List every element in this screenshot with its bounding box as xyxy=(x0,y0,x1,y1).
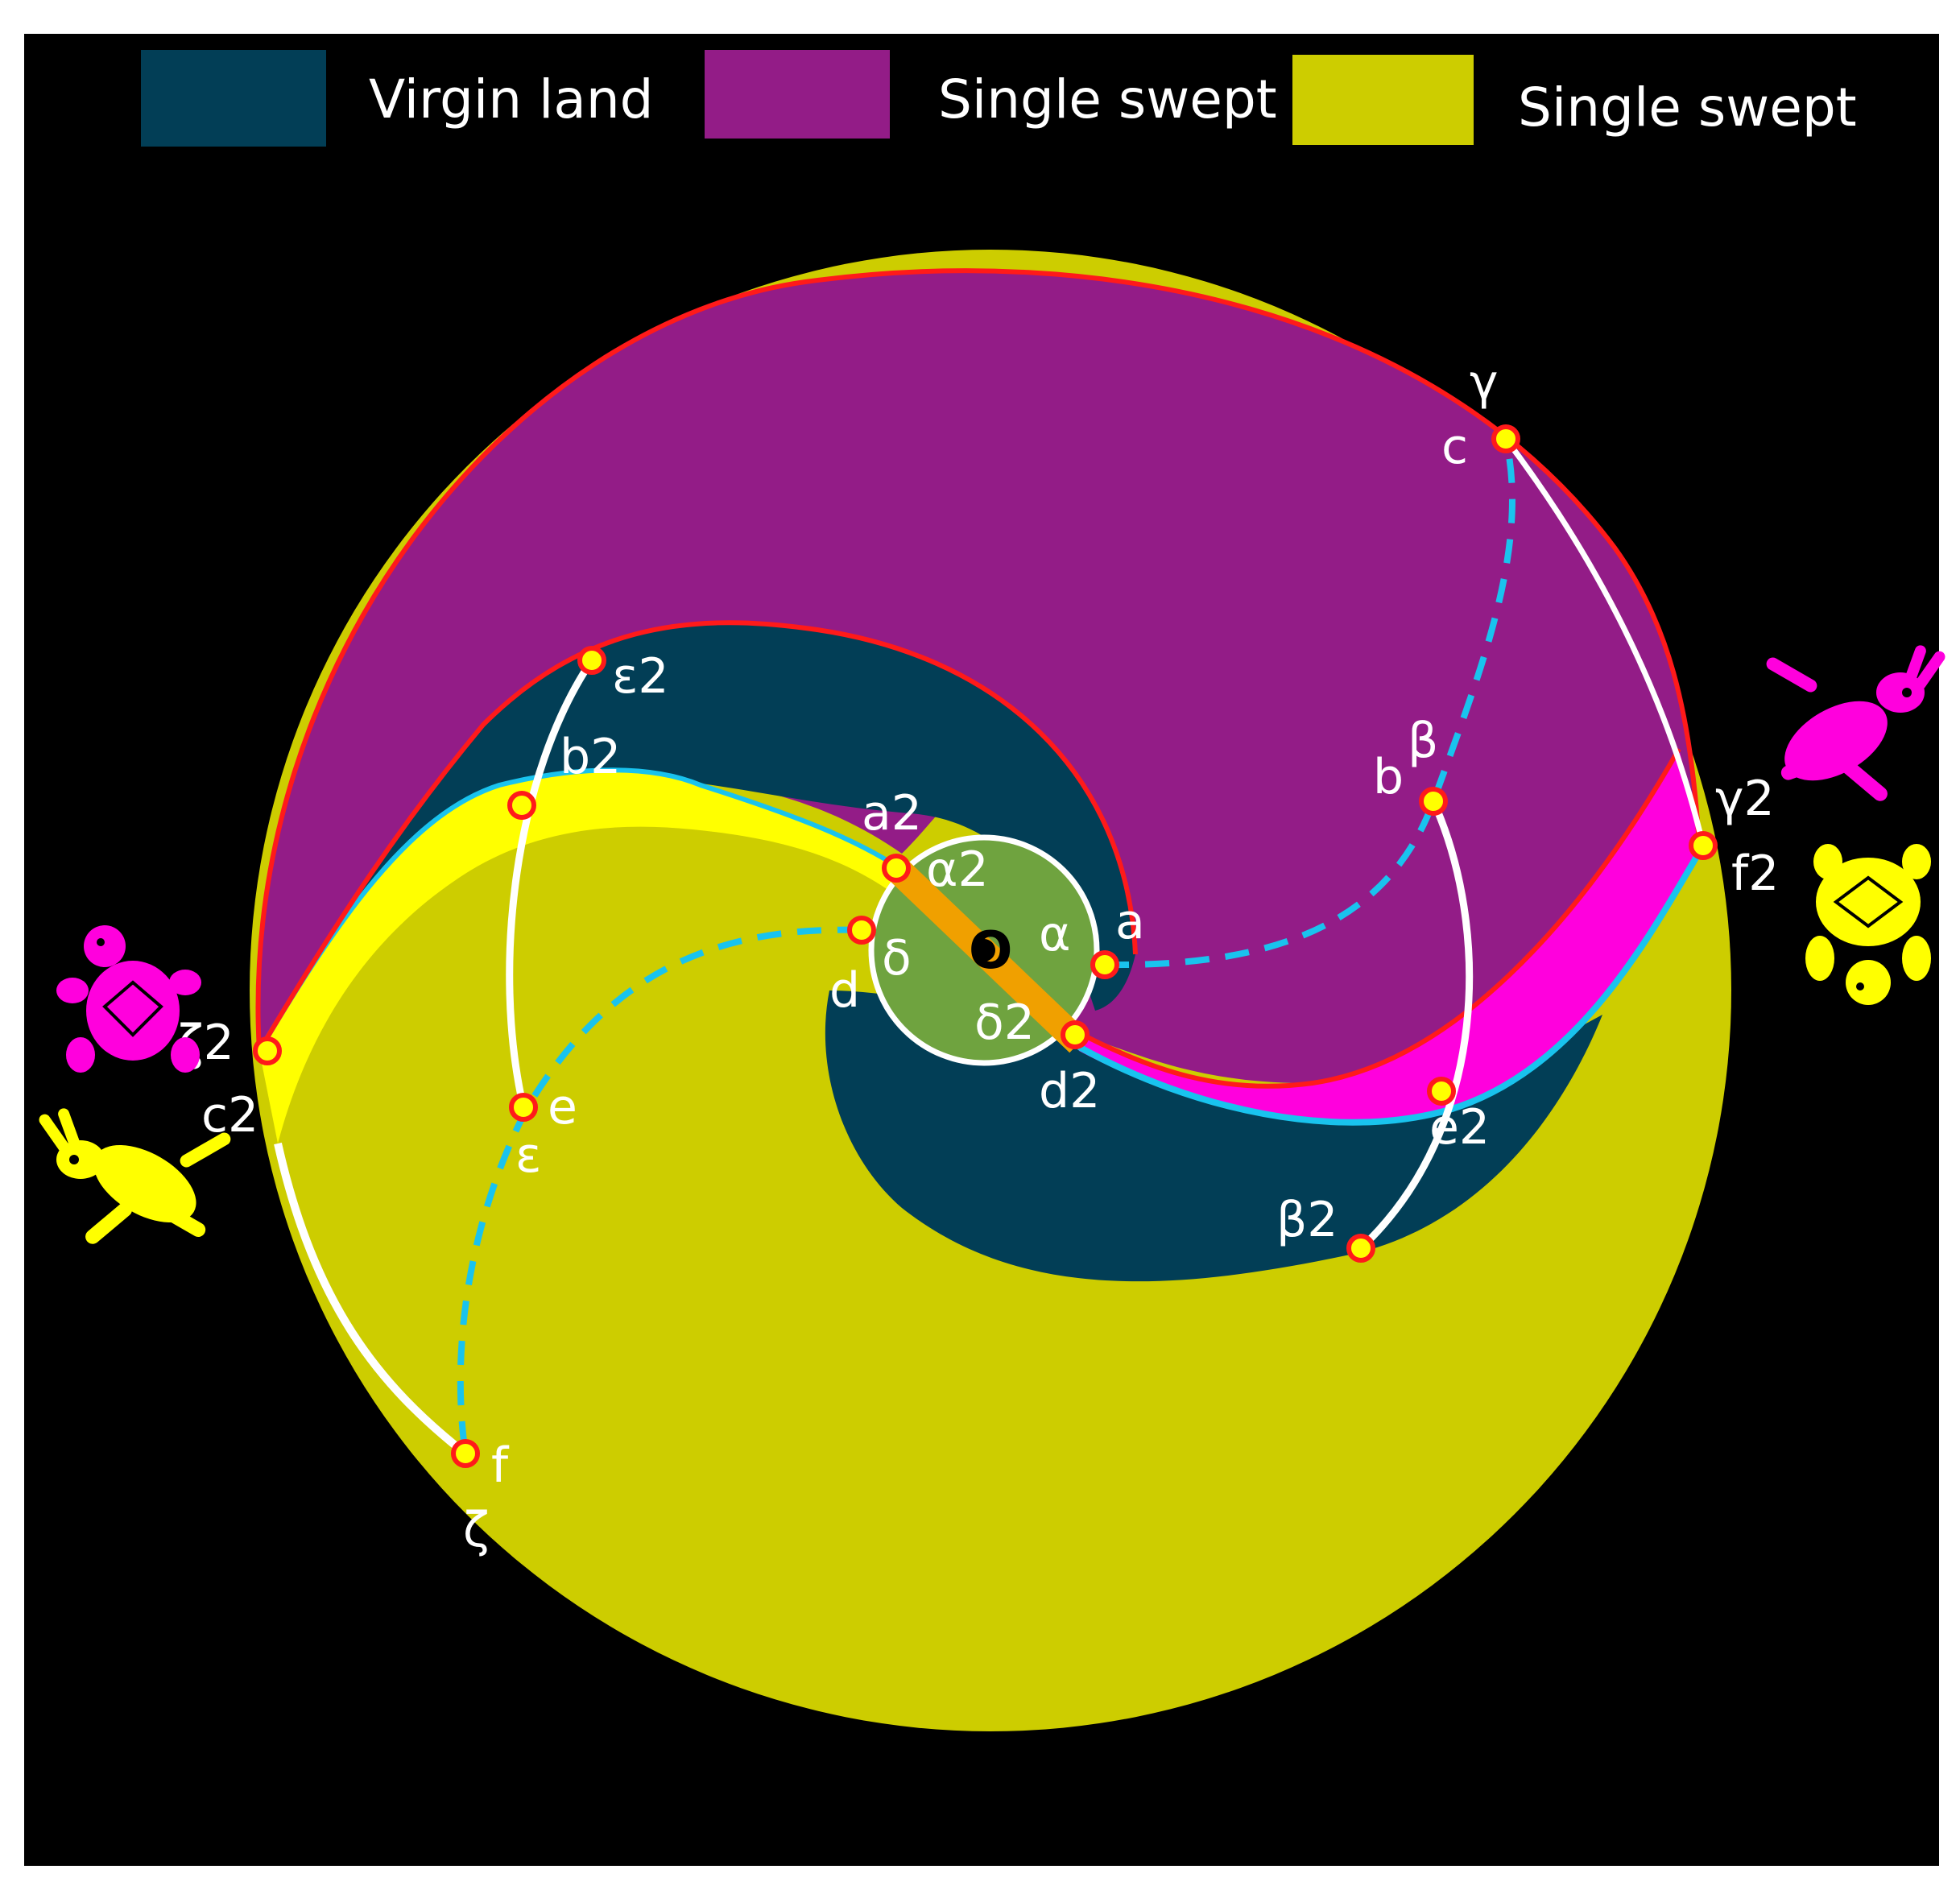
label-f2: f2 xyxy=(1731,846,1779,902)
label-beta2: β2 xyxy=(1276,1192,1338,1248)
legend-label-single-swept-yellow: Single swept xyxy=(1518,77,1857,139)
region-virgin-land-lower xyxy=(825,990,1602,1282)
label-b2: b2 xyxy=(560,729,621,785)
label-d2: d2 xyxy=(1039,1063,1100,1119)
region-bright-yellow-band xyxy=(259,770,902,1144)
label-delta2: δ2 xyxy=(974,995,1035,1051)
marker-e2 xyxy=(1427,1077,1456,1106)
boundary-red-outer-top xyxy=(255,268,1702,1052)
path-white-beta-beta2 xyxy=(1358,800,1474,1251)
legend-swatch-single-swept-purple xyxy=(705,50,890,139)
label-gamma2: γ2 xyxy=(1715,771,1775,827)
label-beta: β xyxy=(1408,713,1438,769)
marker-zeta2 xyxy=(253,1036,282,1065)
point-labels: γ c b β γ2 f2 a α δ2 d2 e2 β2 a2 α2 δ d … xyxy=(177,354,1779,1558)
marker-b2 xyxy=(507,791,536,820)
legend-swatch-single-swept-yellow xyxy=(1292,55,1474,145)
center-point xyxy=(973,939,995,962)
legend-label-virgin-land: Virgin land xyxy=(369,68,654,130)
label-epsilon: ε xyxy=(515,1127,541,1184)
path-dashed-a-c xyxy=(1104,438,1515,969)
label-f: f xyxy=(491,1437,510,1494)
marker-b xyxy=(1419,787,1448,816)
label-delta: δ xyxy=(882,930,912,986)
label-a: a xyxy=(1115,894,1145,950)
path-white-gamma-f2 xyxy=(1503,436,1706,846)
label-d: d xyxy=(829,962,860,1019)
marker-d xyxy=(847,916,876,945)
label-c: c xyxy=(1441,419,1468,475)
label-a2: a2 xyxy=(862,785,922,842)
boundary-cyan-left xyxy=(257,767,904,1053)
marker-a2 xyxy=(882,854,911,883)
label-zeta: ζ xyxy=(463,1502,490,1558)
label-c2: c2 xyxy=(201,1087,258,1144)
boundary-red-mid-right xyxy=(1073,747,1681,1089)
path-dashed-d-f xyxy=(457,926,862,1454)
hare-icon xyxy=(39,1108,231,1244)
tortoise-icon xyxy=(56,925,201,1073)
label-b: b xyxy=(1373,749,1404,805)
legend-swatch-virgin-land xyxy=(141,50,326,147)
legend-label-single-swept-purple: Single swept xyxy=(938,68,1277,130)
region-virgin-land-upper xyxy=(259,622,1135,1051)
label-e: e xyxy=(548,1079,577,1135)
region-magenta-band xyxy=(1075,749,1703,1124)
point-markers xyxy=(253,424,1718,1468)
label-e2: e2 xyxy=(1429,1099,1490,1156)
swept-disc xyxy=(250,250,1731,1731)
marker-a xyxy=(1090,950,1119,979)
marker-f2 xyxy=(1689,831,1718,860)
region-single-swept-purple xyxy=(258,271,1700,1083)
marker-c xyxy=(1491,424,1520,453)
hare-icon xyxy=(1766,645,1946,801)
marker-epsilon2 xyxy=(577,646,606,675)
marker-beta2 xyxy=(1346,1234,1375,1263)
label-epsilon2: ε2 xyxy=(612,648,669,705)
path-white-c2-zeta xyxy=(274,1142,469,1457)
label-alpha2: α2 xyxy=(926,842,989,898)
path-white-epsilon2-epsilon xyxy=(506,658,595,1109)
label-alpha: α xyxy=(1039,906,1071,962)
marker-d2 xyxy=(1061,1020,1090,1049)
label-gamma: γ xyxy=(1470,354,1499,411)
boundary-red-inner-spiral xyxy=(257,620,1138,1053)
marker-f xyxy=(451,1439,480,1468)
center-label: O xyxy=(969,921,1012,981)
marker-e xyxy=(509,1093,538,1122)
tortoise-icon xyxy=(1805,844,1931,1005)
legend: Virgin land Single swept Single swept xyxy=(141,50,1857,147)
